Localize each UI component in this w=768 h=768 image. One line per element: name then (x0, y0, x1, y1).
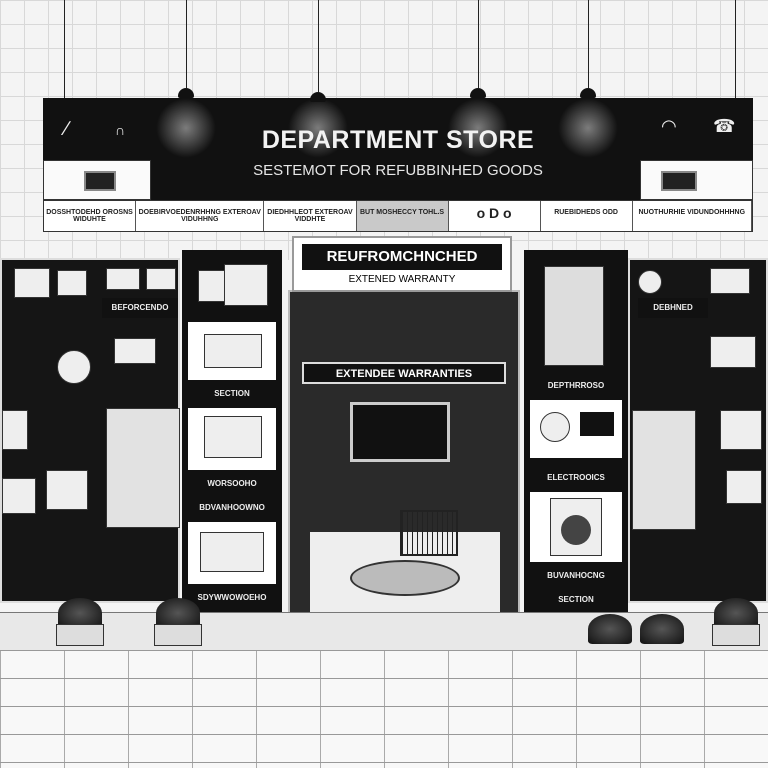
tv-screen (350, 402, 450, 462)
column-label: BDVANHOOWNO (188, 498, 276, 518)
left-display-column: SECTION WORSOOHO BDVANHOOWNO SDYWWOWOEHO (182, 250, 282, 612)
phone-icon: ☎ (713, 116, 736, 136)
mid-sign: EXTENDEE WARRANTIES (302, 362, 506, 384)
light-glow (288, 98, 348, 158)
column-label: ELECTROOICS (530, 468, 622, 488)
column-label: SECTION (530, 590, 622, 610)
potted-plant (58, 598, 102, 628)
microwave-display (640, 160, 753, 200)
planter (712, 624, 760, 646)
column-label: DEPTHRROSO (530, 376, 622, 396)
light-glow (448, 98, 508, 158)
potted-plant (714, 598, 758, 628)
planter (154, 624, 202, 646)
ceiling-lamp (178, 88, 194, 98)
tiled-floor (0, 650, 768, 768)
top-sign-subtitle: EXTENED WARRANTY (348, 274, 456, 285)
column-label: WORSOOHO (188, 474, 276, 494)
banner-subtitle: SESTEMOT FOR REFUBBINHED GOODS (253, 162, 543, 179)
hanging-wire (64, 0, 65, 98)
ceiling-lamp (310, 92, 326, 102)
shelf-label: DEBHNED (638, 298, 708, 318)
shelf-label: BEFORCENDO (102, 298, 178, 318)
light-glow (558, 98, 618, 158)
category-label: NUOTHURHIE VIDUNDOHHHNG (633, 201, 752, 231)
category-label: DOSSHTODEHD OROSNS WIDUHTE (44, 201, 137, 231)
potted-plant (588, 614, 632, 644)
potted-plant (640, 614, 684, 644)
refrigerator (632, 410, 696, 530)
wifi-icon: ◠ (661, 116, 677, 136)
category-label: RUEBIDHEDS ODD (541, 201, 633, 231)
right-display-column: DEPTHRROSO ELECTROOICS BUVANHOCNG SECTIO… (524, 250, 628, 612)
category-label: DIEDHHLEOT EXTEROAV VIDDHTE (264, 201, 357, 231)
shopping-cart (400, 510, 458, 556)
hanging-wire (478, 0, 479, 88)
center-display (288, 290, 520, 622)
column-label: BUVANHOCNG (530, 566, 622, 586)
category-label: o D o (449, 201, 541, 231)
potted-plant (156, 598, 200, 628)
column-label: SECTION (188, 384, 276, 404)
top-sign: REUFROMCHNCHED EXTENED WARRANTY (292, 236, 512, 292)
category-label: BUT MOSHECCY TOHL.S (356, 201, 449, 231)
display-podium (350, 560, 460, 596)
top-sign-title: REUFROMCHNCHED (302, 244, 502, 270)
planter (56, 624, 104, 646)
category-label: DOEBIRVOEDENRHHNG EXTEROAV VIDUHHNG (136, 201, 265, 231)
store-banner: ∕ ∩ ◠ ☎ DEPARTMENT STORE SESTEMOT FOR RE… (43, 98, 753, 200)
hanging-wire (318, 0, 319, 92)
lock-icon: ∩ (115, 122, 126, 138)
hanging-wire (186, 0, 187, 88)
hanging-wire (735, 0, 736, 98)
ceiling-lamp (580, 88, 596, 98)
wrench-icon: ∕ (65, 118, 69, 140)
microwave-display (43, 160, 151, 200)
category-strip: DOSSHTODEHD OROSNS WIDUHTE DOEBIRVOEDENR… (43, 200, 753, 232)
banner-title: DEPARTMENT STORE (261, 126, 535, 154)
left-shelving: BEFORCENDO (0, 258, 180, 603)
column-label: SDYWWOWOEHO (188, 588, 276, 608)
light-glow (156, 98, 216, 158)
refrigerator (106, 408, 180, 528)
hanging-wire (588, 0, 589, 88)
right-shelving: DEBHNED (628, 258, 768, 603)
ceiling-lamp (470, 88, 486, 98)
